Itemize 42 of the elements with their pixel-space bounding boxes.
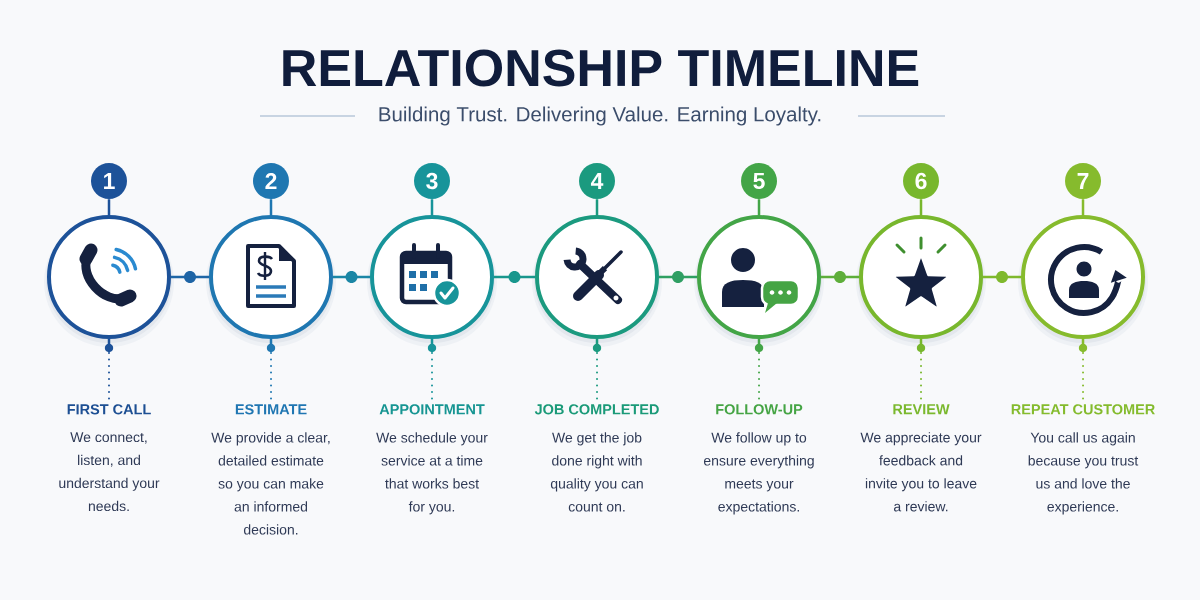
connector-line xyxy=(983,275,1021,279)
connector-line xyxy=(757,199,761,215)
step-circle xyxy=(206,215,336,353)
number-badge: 1 xyxy=(91,163,127,199)
subtitle: Building Trust. Delivering Value. Earning Loyalty. xyxy=(379,106,821,126)
connector-line xyxy=(107,199,111,215)
connector-line xyxy=(1081,199,1085,215)
step-description: You call us again because you trust us and love the experience. xyxy=(1028,432,1139,515)
step-heading: ESTIMATE xyxy=(235,404,307,415)
number-badge: 6 xyxy=(903,163,939,199)
connector-line xyxy=(269,199,273,215)
number-badge: 2 xyxy=(253,163,289,199)
connector-line xyxy=(171,275,209,279)
connector-line xyxy=(595,199,599,215)
step-circle xyxy=(44,215,174,353)
step-heading: JOB COMPLETED xyxy=(534,404,659,415)
step-circle xyxy=(532,215,662,353)
connector-line xyxy=(821,275,859,279)
step-description: We provide a clear, detailed estimate so you can make an informed decision. xyxy=(211,432,330,535)
number-badge: 4 xyxy=(579,163,615,199)
step-description: We get the job done right with quality you can count on. xyxy=(550,432,643,512)
step-circle xyxy=(1018,215,1148,353)
number-badge: 5 xyxy=(741,163,777,199)
connector-line xyxy=(659,275,697,279)
connector-line xyxy=(333,275,370,279)
step-heading: REPEAT CUSTOMER xyxy=(1011,404,1155,415)
number-badge: 7 xyxy=(1065,163,1101,199)
step-circle xyxy=(367,215,497,353)
step-heading: FIRST CALL xyxy=(67,404,151,415)
connector-line xyxy=(494,275,535,279)
step-circle xyxy=(856,215,986,353)
step-description: We follow up to ensure everything meets your expectations. xyxy=(703,432,814,515)
step-description: We appreciate your feedback and invite you to leave a review. xyxy=(860,432,982,512)
number-badge: 3 xyxy=(414,163,450,199)
step-description: We schedule your service at a time that works best for you. xyxy=(376,432,488,515)
connector-line xyxy=(430,199,434,215)
step-description: We connect, listen, and understand your needs. xyxy=(59,432,160,512)
step-heading: REVIEW xyxy=(893,404,950,415)
step-heading: FOLLOW-UP xyxy=(716,404,803,415)
step-heading: APPOINTMENT xyxy=(379,404,485,415)
title: RELATIONSHIP TIMELINE xyxy=(283,49,919,87)
connector-line xyxy=(919,199,923,215)
